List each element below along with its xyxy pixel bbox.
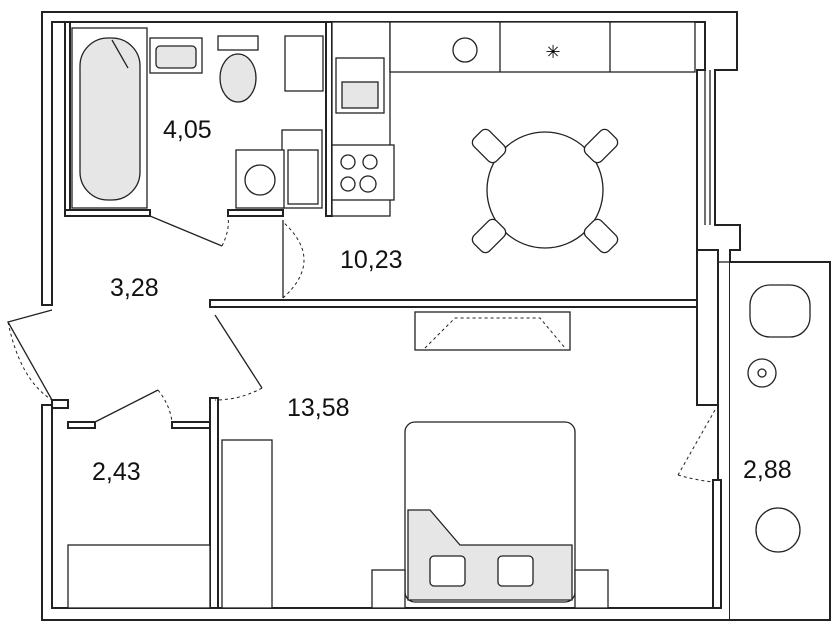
chair [471, 218, 507, 254]
pillow [497, 555, 534, 587]
plant [755, 507, 801, 553]
bedroom-fixtures [67, 284, 811, 609]
pillow [429, 555, 466, 587]
nightstand [574, 569, 609, 609]
dining-table [486, 131, 604, 249]
bathroom-fixtures [71, 27, 324, 209]
doors [7, 215, 305, 423]
chair [583, 128, 619, 164]
room-area-balcony: 2,88 [743, 456, 792, 484]
balcony-chair [749, 284, 811, 338]
storage-shelf [67, 544, 211, 609]
chair [583, 218, 619, 254]
room-area-hallway: 3,28 [110, 274, 159, 302]
room-area-kitchen: 10,23 [340, 246, 403, 274]
room-area-storage: 2,43 [92, 458, 141, 486]
tv-unit [414, 311, 571, 351]
room-area-bedroom: 13,58 [287, 394, 350, 422]
wardrobe [221, 439, 273, 609]
room-area-bathroom: 4,05 [163, 116, 212, 144]
snowflake-icon: ✳ [545, 42, 560, 62]
nightstand [371, 569, 406, 609]
interior-walls [51, 21, 698, 609]
balcony [677, 249, 831, 621]
kitchen-fixtures: ✳ [331, 21, 696, 254]
chair [471, 128, 507, 164]
